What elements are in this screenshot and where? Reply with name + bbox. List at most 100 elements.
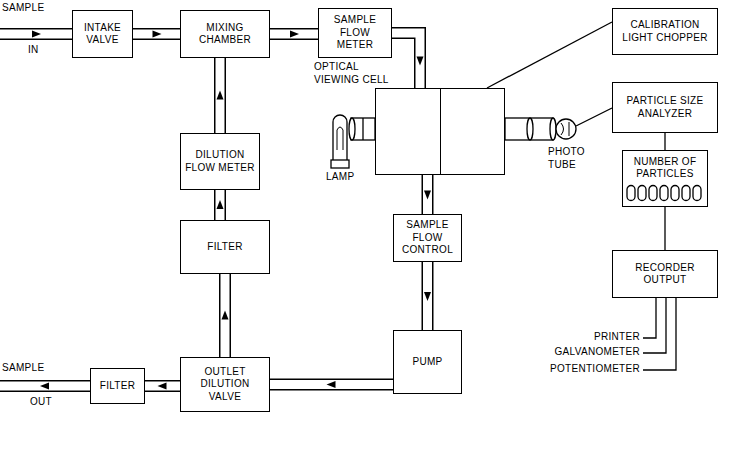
- cell-label: OPTICAL VIEWING CELL: [314, 61, 396, 86]
- pipe-wall: [0, 28, 72, 40]
- digit-window: [638, 185, 646, 200]
- lamp-symbol: [331, 115, 375, 168]
- arrow-head: [424, 292, 431, 301]
- process-box: SAMPLE FLOW METER: [318, 8, 392, 58]
- arrow-head: [32, 31, 41, 38]
- pipe-bore: [270, 380, 393, 389]
- flow-pipe: [145, 383, 180, 390]
- signal-line: [665, 133, 666, 150]
- callout-label: POTENTIOMETER: [550, 363, 640, 376]
- digit-window: [627, 185, 635, 200]
- pipe-bore: [133, 30, 180, 39]
- pipe-bore: [423, 262, 432, 330]
- inlet-pipe: [0, 31, 72, 38]
- box-text: PARTICLE SIZE ANALYZER: [616, 95, 714, 120]
- process-box: SAMPLE FLOW CONTROL: [393, 214, 462, 262]
- box-text: FILTER: [207, 241, 243, 254]
- arrow-head: [40, 383, 49, 390]
- flow-pipe: [217, 190, 224, 220]
- callout-label: OUT: [30, 396, 52, 409]
- callout-label: GALVANOMETER: [555, 346, 640, 359]
- process-box: MIXING CHAMBER: [180, 10, 270, 58]
- viewing-cell: OPTICAL VIEWING CELL: [375, 88, 505, 175]
- flow-pipe: [424, 262, 431, 330]
- callout-label: IN: [28, 44, 39, 57]
- pipe-wall: [422, 175, 434, 214]
- arrow-head: [217, 91, 224, 100]
- signal-line: [487, 22, 612, 88]
- pipe-bore: [0, 382, 90, 391]
- box-text: CALIBRATION LIGHT CHOPPER: [616, 19, 714, 44]
- process-box: FILTER: [90, 368, 145, 404]
- outlet-pipe: [0, 383, 90, 390]
- flow-pipe: [270, 31, 318, 38]
- pipe-wall: [145, 380, 180, 392]
- arrow-head: [290, 31, 299, 38]
- process-box: OUTLET DILUTION VALVE: [180, 357, 270, 412]
- process-box: NUMBER OF PARTICLES: [622, 150, 708, 207]
- pipe-wall: [422, 262, 434, 330]
- box-text: PUMP: [412, 356, 442, 369]
- pipe-wall: [214, 190, 226, 220]
- box-text: SAMPLE FLOW CONTROL: [397, 219, 458, 257]
- pipe-bore: [423, 175, 432, 214]
- arrow-head: [424, 191, 431, 200]
- digit-window: [649, 185, 657, 200]
- callout-label: PRINTER: [594, 331, 640, 344]
- process-box: DILUTION FLOW METER: [180, 133, 260, 190]
- phototube-symbol: [505, 108, 612, 140]
- callout-label: SAMPLE: [2, 362, 44, 375]
- pipe-bore: [392, 33, 420, 88]
- process-box: PARTICLE SIZE ANALYZER: [612, 82, 718, 133]
- pipe-wall: [133, 28, 180, 40]
- callout-label: SAMPLE: [2, 2, 44, 15]
- flow-pipe: [270, 381, 393, 388]
- arrow-head: [158, 383, 167, 390]
- callout-label: PHOTO TUBE: [548, 146, 592, 171]
- box-text: INTAKE VALVE: [76, 22, 129, 47]
- box-text: FILTER: [100, 380, 136, 393]
- flow-pipe: [222, 274, 229, 357]
- pipe-bore: [270, 30, 318, 39]
- process-box: RECORDER OUTPUT: [612, 250, 718, 298]
- arrow-head: [153, 31, 162, 38]
- arrow-head: [222, 311, 229, 320]
- digit-window: [671, 185, 679, 200]
- pipe-bore: [216, 58, 225, 133]
- box-text: MIXING CHAMBER: [184, 22, 266, 47]
- pipe-wall: [392, 33, 420, 88]
- pipe-bore: [216, 190, 225, 220]
- pipe-bore: [221, 274, 230, 357]
- box-text: OUTLET DILUTION VALVE: [184, 366, 266, 404]
- signal-line: [665, 207, 666, 250]
- box-text: SAMPLE FLOW METER: [322, 14, 388, 52]
- flow-pipe: [392, 33, 424, 88]
- process-box: CALIBRATION LIGHT CHOPPER: [612, 8, 718, 55]
- signal-wire: [664, 133, 665, 150]
- box-text: DILUTION FLOW METER: [184, 149, 256, 174]
- digit-window: [693, 185, 701, 200]
- pipe-wall: [270, 379, 393, 391]
- pipe-wall: [214, 58, 226, 133]
- cell-divider: [440, 89, 441, 174]
- pipe-bore: [145, 382, 180, 391]
- arrow-head: [327, 381, 336, 388]
- flow-pipe: [217, 58, 224, 133]
- box-text: NUMBER OF PARTICLES: [626, 156, 704, 181]
- pipe-wall: [270, 28, 318, 40]
- digit-window: [682, 185, 690, 200]
- process-box: PUMP: [393, 330, 462, 394]
- pipe-bore: [0, 30, 72, 39]
- flow-pipe: [133, 31, 180, 38]
- signal-wire: [664, 207, 665, 250]
- pipe-wall: [219, 274, 231, 357]
- pipe-wall: [0, 380, 90, 392]
- process-box: INTAKE VALVE: [72, 10, 133, 58]
- digit-window: [660, 185, 668, 200]
- arrow-head: [417, 57, 424, 66]
- counter-digits: [625, 184, 705, 202]
- callout-label: LAMP: [326, 171, 354, 184]
- flow-pipe: [424, 175, 431, 214]
- process-box: FILTER: [180, 220, 270, 274]
